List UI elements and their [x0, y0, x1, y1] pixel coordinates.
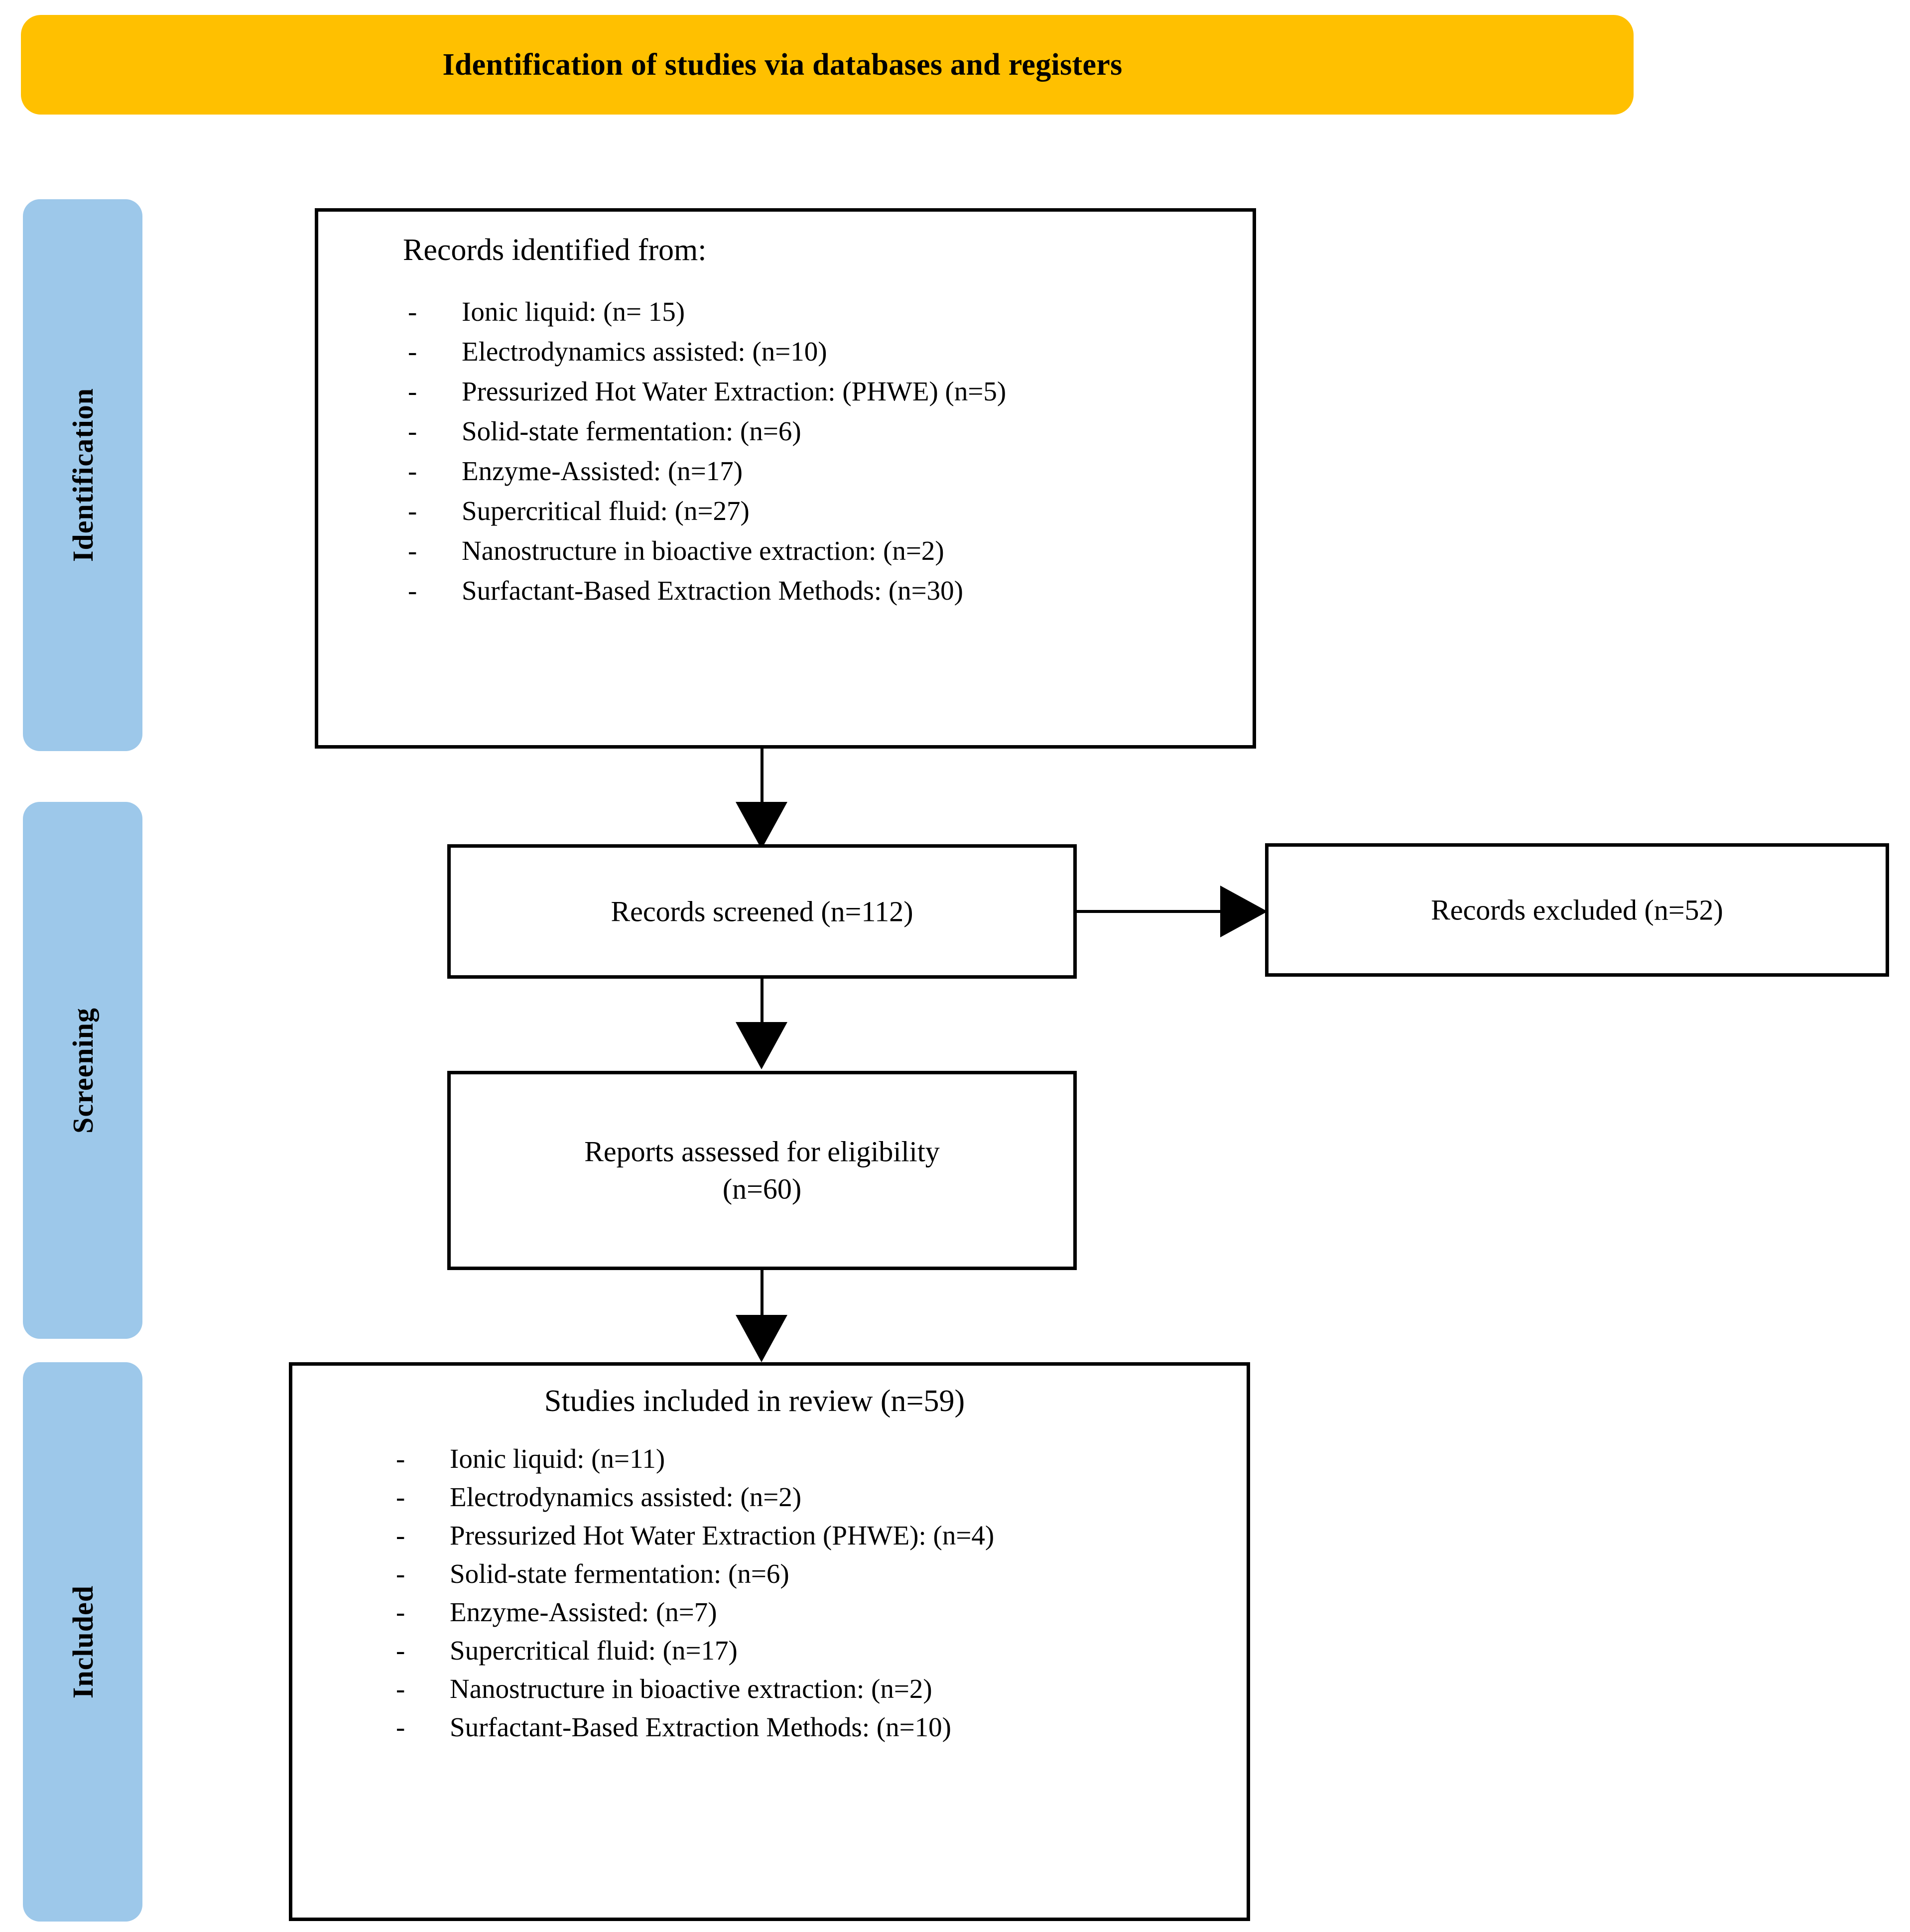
- list-item: - Pressurized Hot Water Extraction (PHWE)…: [396, 1522, 1247, 1549]
- list-item-label: Pressurized Hot Water Extraction: (PHWE)…: [462, 376, 1007, 407]
- stage-label-included: Included: [23, 1362, 142, 1922]
- bullet-dash-icon: -: [408, 416, 417, 447]
- stage-label-included-text: Included: [66, 1585, 99, 1699]
- records-identified-box: Records identified from: - Ionic liquid: …: [315, 208, 1256, 749]
- list-item-label: Ionic liquid: (n= 15): [462, 296, 685, 327]
- bullet-dash-icon: -: [408, 376, 417, 407]
- bullet-dash-icon: -: [408, 535, 417, 566]
- records-identified-list: - Ionic liquid: (n= 15) - Electrodynamics a…: [318, 298, 1253, 604]
- list-item-label: Nanostructure in bioactive extraction: (…: [450, 1674, 932, 1704]
- diagram-header-banner: Identification of studies via databases …: [21, 15, 1634, 115]
- bullet-dash-icon: -: [396, 1712, 405, 1743]
- records-screened-box: Records screened (n=112): [447, 844, 1077, 979]
- bullet-dash-icon: -: [396, 1674, 405, 1704]
- list-item-label: Surfactant-Based Extraction Methods: (n=…: [450, 1712, 951, 1743]
- records-excluded-box: Records excluded (n=52): [1265, 843, 1889, 977]
- stage-label-screening: Screening: [23, 802, 142, 1339]
- reports-eligibility-line2: (n=60): [722, 1173, 802, 1205]
- arrow-right-icon: [1220, 886, 1268, 937]
- bullet-dash-icon: -: [408, 296, 417, 327]
- studies-included-box: Studies included in review (n=59) - Ionic…: [289, 1362, 1250, 1921]
- list-item-label: Enzyme-Assisted: (n=7): [450, 1597, 717, 1628]
- reports-eligibility-box: Reports assessed for eligibility (n=60): [447, 1071, 1077, 1270]
- reports-eligibility-line1: Reports assessed for eligibility: [584, 1135, 940, 1168]
- list-item-label: Ionic liquid: (n=11): [450, 1443, 665, 1474]
- list-item: - Surfactant-Based Extraction Methods: (n…: [408, 577, 1253, 604]
- list-item-label: Enzyme-Assisted: (n=17): [462, 456, 743, 487]
- bullet-dash-icon: -: [396, 1520, 405, 1551]
- list-item-label: Supercritical fluid: (n=27): [462, 496, 750, 526]
- bullet-dash-icon: -: [396, 1482, 405, 1513]
- arrow-down-icon: [736, 802, 787, 849]
- list-item: - Electrodynamics assisted: (n=10): [408, 338, 1253, 365]
- bullet-dash-icon: -: [396, 1443, 405, 1474]
- list-item-label: Solid-state fermentation: (n=6): [450, 1558, 789, 1589]
- list-item-label: Pressurized Hot Water Extraction (PHWE):…: [450, 1520, 995, 1551]
- list-item: - Supercritical fluid: (n=27): [408, 497, 1253, 524]
- records-identified-heading: Records identified from:: [403, 233, 707, 267]
- list-item: - Nanostructure in bioactive extraction: …: [396, 1675, 1247, 1702]
- list-item: - Solid-state fermentation: (n=6): [408, 417, 1253, 445]
- studies-included-list: - Ionic liquid: (n=11) - Electrodynamics as…: [292, 1445, 1247, 1741]
- bullet-dash-icon: -: [408, 575, 417, 606]
- list-item-label: Surfactant-Based Extraction Methods: (n=…: [462, 575, 963, 606]
- arrow-down-icon: [736, 1022, 787, 1069]
- list-item: - Pressurized Hot Water Extraction: (PHWE…: [408, 378, 1253, 405]
- bullet-dash-icon: -: [408, 496, 417, 526]
- list-item-label: Solid-state fermentation: (n=6): [462, 416, 801, 447]
- list-item: - Enzyme-Assisted: (n=7): [396, 1598, 1247, 1626]
- stage-label-identification: Identification: [23, 199, 142, 751]
- list-item-label: Supercritical fluid: (n=17): [450, 1635, 738, 1666]
- connector-identified-to-screened-line: [761, 749, 764, 815]
- bullet-dash-icon: -: [408, 456, 417, 487]
- bullet-dash-icon: -: [396, 1558, 405, 1589]
- bullet-dash-icon: -: [396, 1635, 405, 1666]
- list-item: - Electrodynamics assisted: (n=2): [396, 1483, 1247, 1511]
- list-item: - Nanostructure in bioactive extraction: …: [408, 537, 1253, 564]
- bullet-dash-icon: -: [408, 336, 417, 367]
- reports-eligibility-text: Reports assessed for eligibility (n=60): [451, 1133, 1073, 1208]
- connector-screened-to-excluded-line: [1077, 910, 1224, 913]
- stage-label-screening-text: Screening: [66, 1007, 99, 1134]
- records-excluded-text: Records excluded (n=52): [1431, 894, 1723, 926]
- arrow-down-icon: [736, 1315, 787, 1362]
- list-item: - Ionic liquid: (n=11): [396, 1445, 1247, 1472]
- bullet-dash-icon: -: [396, 1597, 405, 1628]
- stage-label-identification-text: Identification: [66, 388, 99, 562]
- studies-included-heading: Studies included in review (n=59): [544, 1384, 965, 1418]
- list-item-label: Electrodynamics assisted: (n=2): [450, 1482, 802, 1513]
- records-screened-text: Records screened (n=112): [611, 895, 913, 928]
- list-item: - Surfactant-Based Extraction Methods: (n…: [396, 1713, 1247, 1741]
- connector-screened-to-eligibility-line: [761, 979, 764, 1034]
- list-item: - Solid-state fermentation: (n=6): [396, 1560, 1247, 1587]
- page-title: Identification of studies via databases …: [442, 47, 1123, 82]
- list-item-label: Nanostructure in bioactive extraction: (…: [462, 535, 944, 566]
- list-item-label: Electrodynamics assisted: (n=10): [462, 336, 827, 367]
- list-item: - Supercritical fluid: (n=17): [396, 1637, 1247, 1664]
- list-item: - Enzyme-Assisted: (n=17): [408, 457, 1253, 485]
- list-item: - Ionic liquid: (n= 15): [408, 298, 1253, 325]
- connector-eligibility-to-included-line: [761, 1270, 764, 1325]
